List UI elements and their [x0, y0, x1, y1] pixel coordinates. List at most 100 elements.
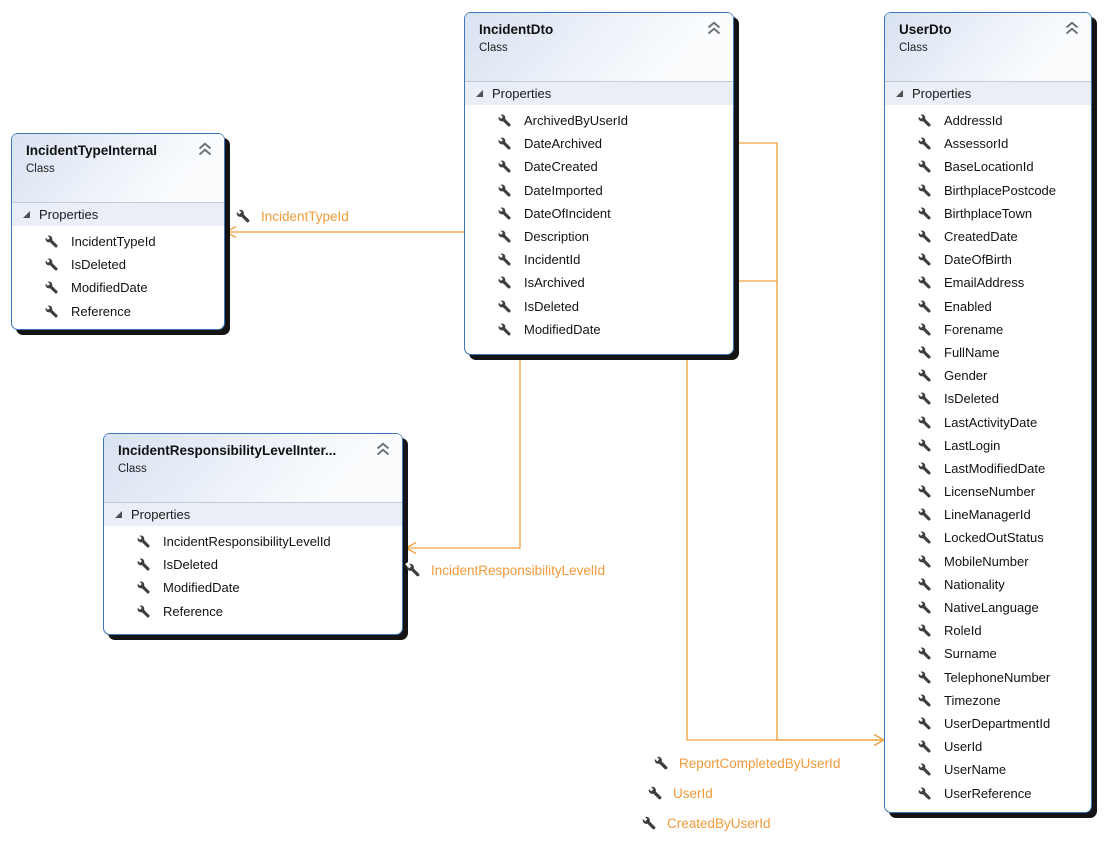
property-row[interactable]: BirthplacePostcode — [885, 179, 1091, 202]
association-user-line-3[interactable] — [686, 355, 884, 741]
class-shape-incident-dto[interactable]: IncidentDto Class Properties ArchivedByU… — [464, 12, 734, 355]
property-row[interactable]: LastLogin — [885, 434, 1091, 457]
association-responsibility-level-line[interactable] — [406, 355, 521, 549]
property-row[interactable]: ModifiedDate — [12, 276, 224, 299]
class-header: UserDto Class — [885, 13, 1091, 81]
property-row[interactable]: ModifiedDate — [104, 576, 402, 599]
association-label-user-id[interactable]: UserId — [646, 780, 713, 806]
property-row[interactable]: DateArchived — [465, 132, 733, 155]
class-title: IncidentResponsibilityLevelInter... — [118, 443, 337, 458]
class-title: IncidentTypeInternal — [26, 143, 158, 158]
property-name: LicenseNumber — [944, 484, 1036, 500]
class-header: IncidentTypeInternal Class — [12, 134, 224, 202]
association-label-text: ReportCompletedByUserId — [679, 755, 841, 771]
wrench-icon — [916, 228, 933, 245]
property-row[interactable]: UserReference — [885, 781, 1091, 804]
property-row[interactable]: IsDeleted — [885, 387, 1091, 410]
wrench-icon — [916, 158, 933, 175]
property-row[interactable]: IsDeleted — [104, 553, 402, 576]
chevron-double-up-icon[interactable] — [1064, 21, 1080, 36]
arrowhead-left-icon — [404, 541, 417, 555]
property-row[interactable]: ModifiedDate — [465, 318, 733, 341]
property-row[interactable]: DateImported — [465, 179, 733, 202]
section-label: Properties — [131, 507, 191, 522]
property-row[interactable]: DateOfIncident — [465, 202, 733, 225]
class-shape-incident-responsibility-level[interactable]: IncidentResponsibilityLevelInter... Clas… — [103, 433, 403, 635]
wrench-icon — [916, 251, 933, 268]
property-row[interactable]: LockedOutStatus — [885, 526, 1091, 549]
property-row[interactable]: EmailAddress — [885, 271, 1091, 294]
property-row[interactable]: MobileNumber — [885, 550, 1091, 573]
property-row[interactable]: IsDeleted — [12, 253, 224, 276]
property-name: BirthplaceTown — [944, 205, 1033, 221]
class-shape-user-dto[interactable]: UserDto Class Properties AddressId Asses… — [884, 12, 1092, 813]
association-label-incident-type-id[interactable]: IncidentTypeId — [234, 203, 349, 229]
property-name: TelephoneNumber — [944, 669, 1051, 685]
chevron-double-up-icon[interactable] — [706, 21, 722, 36]
property-row[interactable]: TelephoneNumber — [885, 666, 1091, 689]
property-row[interactable]: RoleId — [885, 619, 1091, 642]
property-row[interactable]: CreatedDate — [885, 225, 1091, 248]
property-row[interactable]: IsDeleted — [465, 295, 733, 318]
wrench-icon — [496, 182, 513, 199]
property-row[interactable]: Timezone — [885, 689, 1091, 712]
property-row[interactable]: AddressId — [885, 109, 1091, 132]
property-name: LastLogin — [944, 437, 1001, 453]
property-row[interactable]: Gender — [885, 364, 1091, 387]
property-row[interactable]: Reference — [12, 300, 224, 323]
property-name: IsArchived — [524, 275, 585, 291]
properties-section-header[interactable]: Properties — [12, 202, 224, 226]
property-row[interactable]: LineManagerId — [885, 503, 1091, 526]
property-row[interactable]: IncidentResponsibilityLevelId — [104, 530, 402, 553]
class-kind: Class — [26, 163, 55, 175]
property-name: CreatedDate — [944, 229, 1018, 245]
property-row[interactable]: ArchivedByUserId — [465, 109, 733, 132]
wrench-icon — [652, 754, 670, 772]
property-row[interactable]: Description — [465, 225, 733, 248]
property-row[interactable]: LicenseNumber — [885, 480, 1091, 503]
property-row[interactable]: Enabled — [885, 295, 1091, 318]
property-row[interactable]: BaseLocationId — [885, 155, 1091, 178]
association-label-created-by-user-id[interactable]: CreatedByUserId — [640, 810, 771, 836]
property-row[interactable]: LastModifiedDate — [885, 457, 1091, 480]
wrench-icon — [496, 205, 513, 222]
wrench-icon — [916, 321, 933, 338]
arrowhead-left-icon — [224, 225, 237, 239]
properties-section-header[interactable]: Properties — [885, 81, 1091, 105]
property-name: LineManagerId — [944, 507, 1031, 523]
property-row[interactable]: Reference — [104, 600, 402, 623]
property-row[interactable]: AssessorId — [885, 132, 1091, 155]
property-row[interactable]: LastActivityDate — [885, 410, 1091, 433]
property-list: IncidentTypeId IsDeleted ModifiedDate Re… — [12, 230, 224, 323]
property-row[interactable]: UserId — [885, 735, 1091, 758]
chevron-double-up-icon[interactable] — [197, 142, 213, 157]
properties-section-header[interactable]: Properties — [465, 81, 733, 105]
property-name: Reference — [163, 603, 223, 619]
triangle-expander-icon — [476, 90, 483, 97]
property-row[interactable]: BirthplaceTown — [885, 202, 1091, 225]
property-row[interactable]: IsArchived — [465, 271, 733, 294]
property-row[interactable]: DateCreated — [465, 155, 733, 178]
wrench-icon — [916, 506, 933, 523]
property-row[interactable]: IncidentTypeId — [12, 230, 224, 253]
class-shape-incident-type-internal[interactable]: IncidentTypeInternal Class Properties In… — [11, 133, 225, 330]
property-row[interactable]: DateOfBirth — [885, 248, 1091, 271]
properties-section-header[interactable]: Properties — [104, 502, 402, 526]
property-row[interactable]: NativeLanguage — [885, 596, 1091, 619]
property-name: UserReference — [944, 785, 1032, 801]
property-row[interactable]: UserName — [885, 758, 1091, 781]
property-name: MobileNumber — [944, 553, 1029, 569]
property-row[interactable]: Surname — [885, 642, 1091, 665]
property-row[interactable]: UserDepartmentId — [885, 712, 1091, 735]
property-row[interactable]: FullName — [885, 341, 1091, 364]
wrench-icon — [916, 645, 933, 662]
property-row[interactable]: Nationality — [885, 573, 1091, 596]
property-row[interactable]: Forename — [885, 318, 1091, 341]
chevron-double-up-icon[interactable] — [375, 442, 391, 457]
association-user-line-1[interactable] — [734, 142, 884, 741]
property-row[interactable]: IncidentId — [465, 248, 733, 271]
association-label-report-completed-by-user-id[interactable]: ReportCompletedByUserId — [652, 750, 840, 776]
property-name: IncidentTypeId — [71, 234, 156, 250]
association-label-incident-responsibility-level-id[interactable]: IncidentResponsibilityLevelId — [404, 557, 605, 583]
